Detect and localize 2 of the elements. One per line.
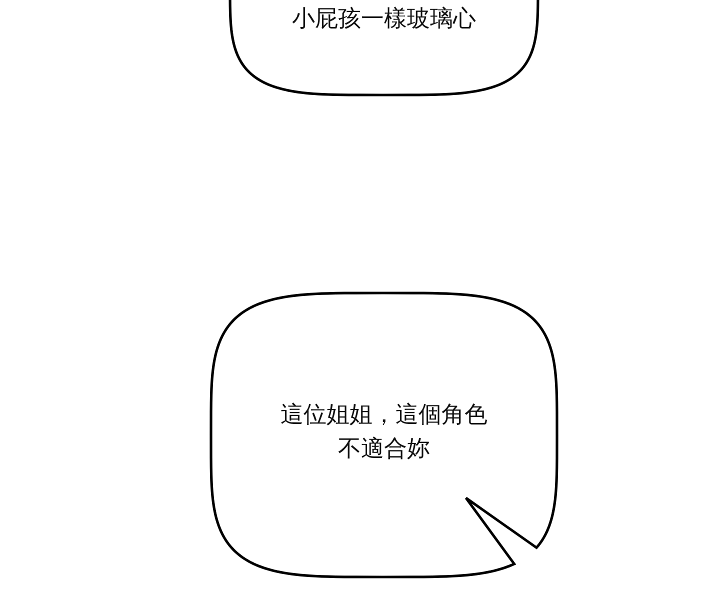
speech-text: 這位姐姐，這個角色不適合妳	[280, 401, 488, 464]
speech-text: 小屁孩一樣玻璃心	[291, 5, 477, 34]
